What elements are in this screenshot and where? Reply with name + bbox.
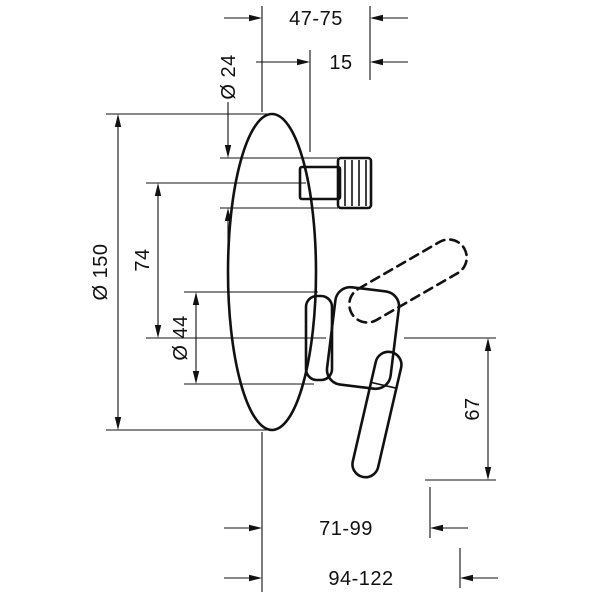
arrow-down-icon: [484, 467, 492, 480]
arrow-up-icon: [224, 208, 232, 221]
dimension-label-94-122: 94-122: [328, 568, 393, 590]
dimension-max-projection: 94-122: [224, 568, 498, 590]
arrow-down-icon: [154, 325, 162, 338]
dimension-label-o150: Ø 150: [90, 244, 112, 301]
arrow-left-icon: [430, 524, 443, 532]
arrow-right-icon: [249, 574, 262, 582]
arrow-down-icon: [192, 371, 200, 384]
dimension-lever-drop: 67: [462, 338, 492, 480]
arrow-down-icon: [114, 417, 122, 430]
dimension-spout-sleeve-length: 15: [256, 52, 408, 74]
dimension-label-o44: Ø 44: [170, 315, 192, 360]
lever-handle-swung: [347, 238, 469, 324]
dimension-label-71-99: 71-99: [319, 518, 373, 540]
arrow-left-icon: [370, 58, 383, 66]
arrow-down-icon: [224, 145, 232, 158]
dimension-axis-spacing: 74: [132, 183, 162, 338]
dimension-label-15: 15: [329, 52, 352, 74]
dimension-lever-projection: 71-99: [224, 518, 468, 540]
spout-sleeve: [336, 156, 373, 210]
dimension-wall-to-spout-tip: 47-75: [224, 8, 408, 30]
lever-base: [325, 285, 401, 391]
arrow-up-icon: [114, 114, 122, 127]
arrow-up-icon: [192, 292, 200, 305]
dimension-label-o24: Ø 24: [218, 54, 240, 99]
dimension-spout-diameter: Ø 24: [218, 54, 240, 262]
lever-handle-body: [351, 350, 403, 479]
lever-collar-line: [370, 381, 397, 389]
arrow-left-icon: [460, 574, 473, 582]
dimension-valve-diameter: Ø 44: [170, 292, 200, 384]
dimension-label-47-75: 47-75: [289, 8, 343, 30]
arrow-right-icon: [249, 524, 262, 532]
fixture: [226, 6, 469, 592]
arrow-right-icon: [297, 58, 310, 66]
dimension-plate-diameter: Ø 150: [90, 114, 122, 430]
arrow-right-icon: [249, 14, 262, 22]
extension-lines: [106, 6, 496, 588]
arrow-left-icon: [370, 14, 383, 22]
dimension-label-74: 74: [132, 248, 154, 271]
escutcheon-plate: [226, 112, 318, 432]
dimension-label-67: 67: [462, 397, 484, 420]
arrow-up-icon: [154, 183, 162, 196]
arrow-up-icon: [484, 338, 492, 351]
lever-handle: [351, 350, 403, 479]
